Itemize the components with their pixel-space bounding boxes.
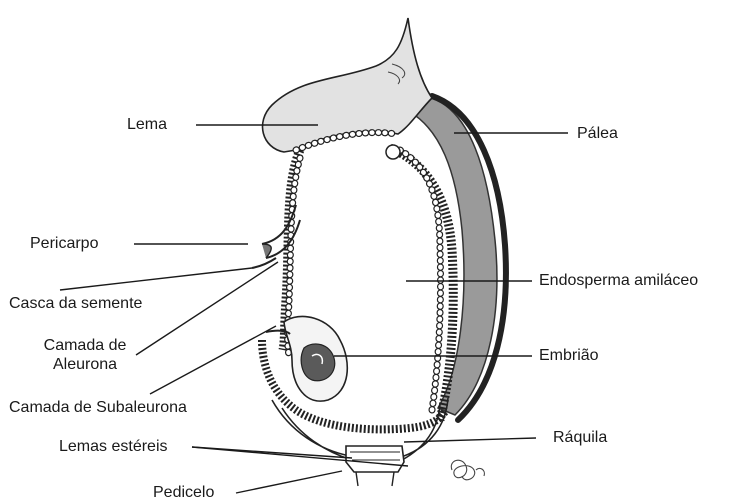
label-palea: Pálea xyxy=(577,124,618,143)
label-camada-de-aleurona: Camada de Aleurona xyxy=(30,336,140,374)
label-camada-de-subaleurona: Camada de Subaleurona xyxy=(9,398,187,417)
rachilla-pedicel xyxy=(346,446,404,472)
label-aleurona-line-2: Aleurona xyxy=(30,355,140,374)
label-raquila: Ráquila xyxy=(553,428,607,447)
label-embriao: Embrião xyxy=(539,346,599,365)
label-lemas-estereis: Lemas estéreis xyxy=(59,437,168,456)
hilum-node xyxy=(386,145,400,159)
label-casca-da-semente: Casca da semente xyxy=(9,294,142,313)
embryo-inner xyxy=(301,344,335,381)
label-pedicelo: Pedicelo xyxy=(153,483,214,502)
label-endosperma-amilaceo: Endosperma amiláceo xyxy=(539,271,698,290)
label-pericarpo: Pericarpo xyxy=(30,234,98,253)
label-lema: Lema xyxy=(127,115,167,134)
signature-scribble xyxy=(451,460,484,480)
label-aleurona-line-1: Camada de xyxy=(30,336,140,355)
